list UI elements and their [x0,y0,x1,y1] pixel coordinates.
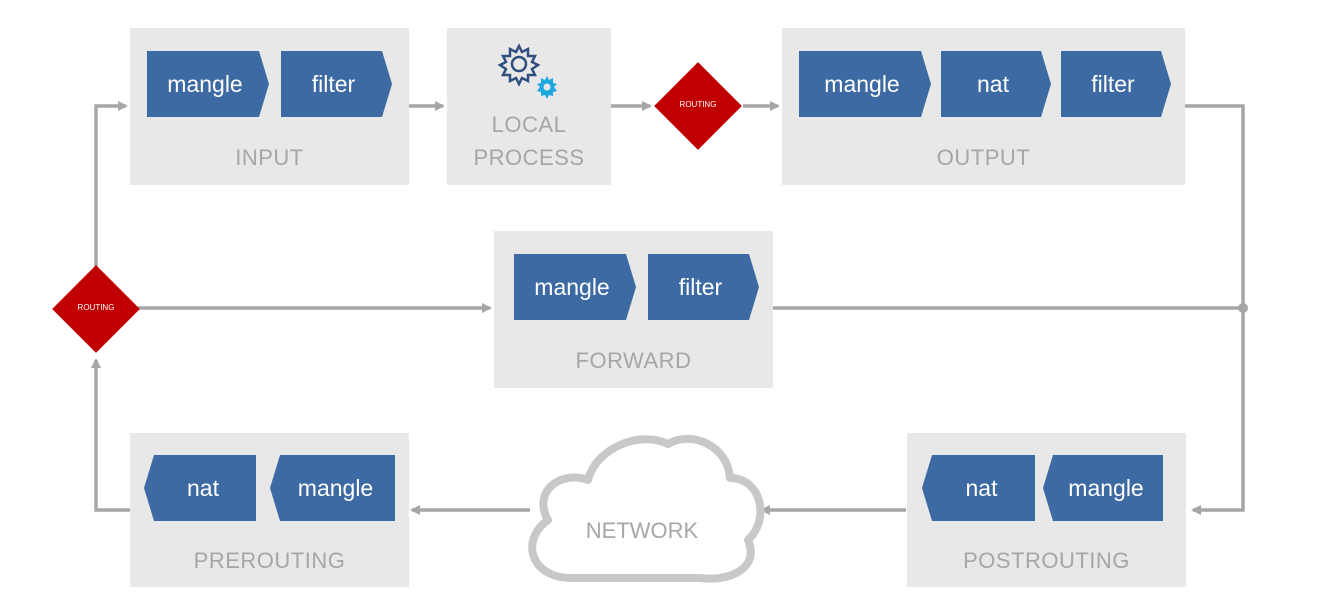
junction-dot [1238,303,1248,313]
input-stage: mangle filter INPUT [130,28,409,185]
forward-stage-label: FORWARD [575,348,692,373]
input-stage-label: INPUT [235,145,304,170]
output-stage: mangle nat filter OUTPUT [782,28,1185,185]
forward-chain-filter: filter [648,254,759,320]
postrouting-chain-mangle: mangle [1043,455,1163,521]
output-stage-label: OUTPUT [936,145,1031,170]
postrouting-stage: nat mangle POSTROUTING [907,433,1186,587]
local-process-label-line2: PROCESS [473,145,585,170]
postrouting-chain-nat: nat [922,455,1035,521]
routing-left-label: ROUTING [77,303,115,312]
local-process-label-line1: LOCAL [491,112,567,137]
arrow-routing-to-input [94,101,128,272]
network-cloud-icon [528,435,765,583]
local-process-stage: LOCAL PROCESS [447,28,611,185]
arrow-prerouting-to-routing [91,358,130,512]
forward-stage: mangle filter FORWARD [494,231,773,388]
routing-top-label: ROUTING [679,100,717,109]
network-label: NETWORK [585,518,699,543]
input-chain-filter: filter [281,51,392,117]
input-chain-mangle: mangle [147,51,269,117]
forward-chain-mangle: mangle [514,254,636,320]
prerouting-stage-label: PREROUTING [193,548,346,573]
output-chain-mangle: mangle [799,51,931,117]
postrouting-stage-label: POSTROUTING [963,548,1130,573]
output-chain-nat: nat [941,51,1051,117]
prerouting-stage: nat mangle PREROUTING [130,433,409,587]
output-chain-filter: filter [1061,51,1171,117]
prerouting-chain-mangle: mangle [270,455,395,521]
prerouting-chain-nat: nat [144,455,256,521]
gears-icon [497,43,557,99]
